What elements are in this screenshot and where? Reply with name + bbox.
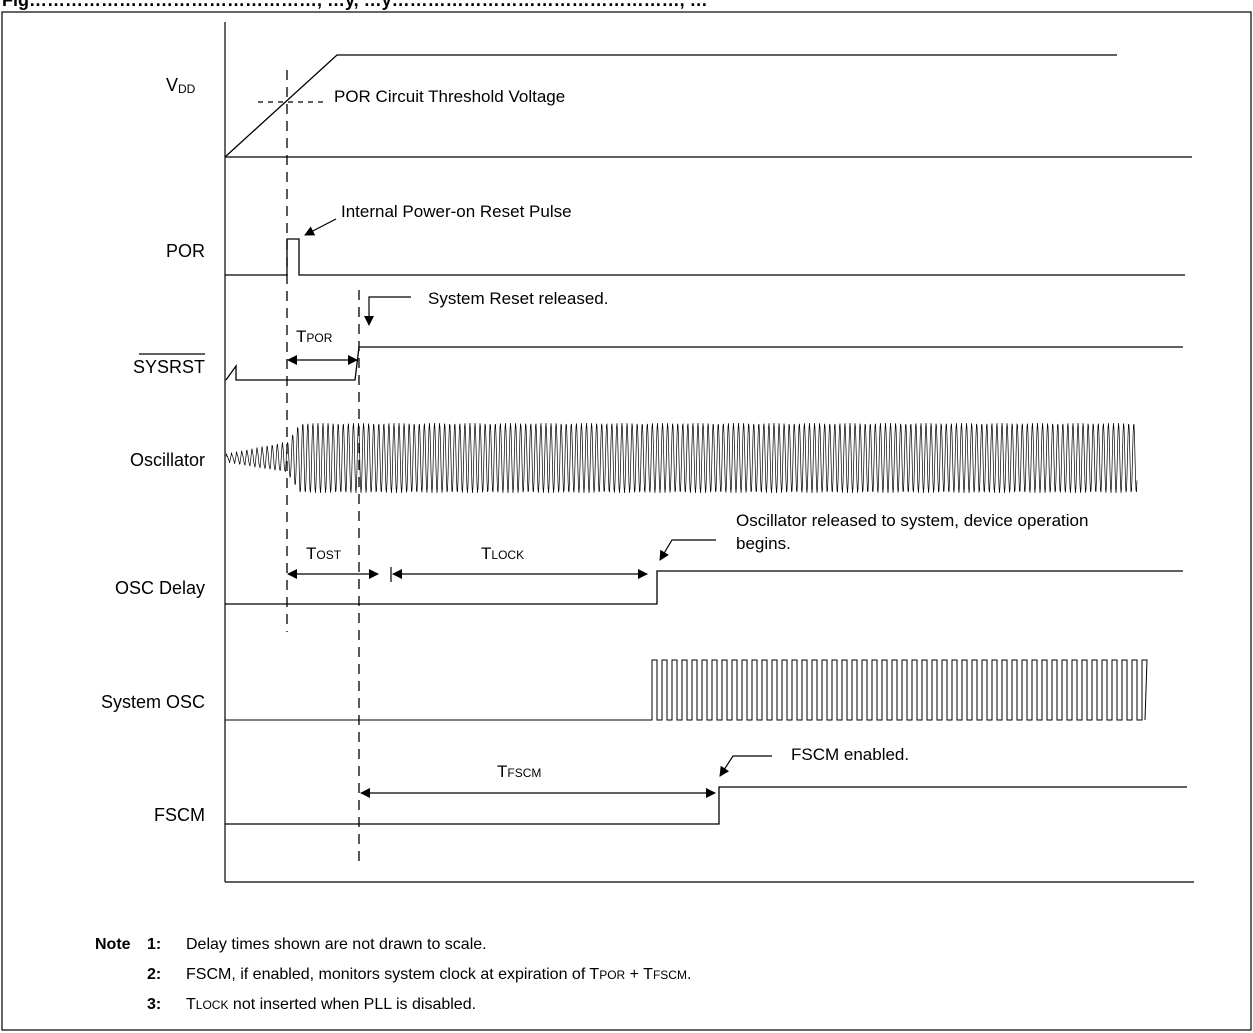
- figure-caption: Fig…………………………………………, …y, …y……………………………………: [2, 0, 708, 10]
- por-waveform: [225, 238, 1185, 276]
- note-3-number: 3:: [147, 996, 161, 1013]
- note-3-text: TLOCK not inserted when PLL is disabled.: [186, 996, 476, 1013]
- note-1-text: Delay times shown are not drawn to scale…: [186, 936, 487, 953]
- note-heading: Note: [95, 936, 131, 953]
- osc-delay-waveform: [225, 570, 1183, 605]
- fscm-waveform: [225, 786, 1187, 825]
- system-reset-released-label: System Reset released.: [428, 289, 608, 308]
- tlock-label: TLOCK: [481, 544, 524, 563]
- tost-label: TOST: [306, 544, 342, 563]
- vdd-waveform: [224, 54, 1117, 158]
- fscm-enabled-label: FSCM enabled.: [791, 745, 909, 764]
- por-threshold-label: POR Circuit Threshold Voltage: [334, 87, 565, 106]
- oscillator-waveform: [225, 422, 1138, 494]
- osc-released-label-line2: begins.: [736, 534, 791, 553]
- fscm-enabled-arrow: [719, 755, 772, 777]
- sysrst-waveform: [225, 346, 1183, 381]
- osc-released-arrow: [659, 539, 716, 561]
- internal-por-pulse-label: Internal Power-on Reset Pulse: [341, 202, 572, 221]
- tpor-label: TPOR: [296, 327, 333, 346]
- system-reset-arrow: [364, 296, 411, 326]
- note-1-number: 1:: [147, 936, 161, 953]
- figure-frame: [1, 11, 1252, 1031]
- vdd-label: VDD: [166, 75, 196, 96]
- system-osc-label: System OSC: [101, 692, 205, 712]
- fscm-label: FSCM: [154, 805, 205, 825]
- tfscm-label: TFSCM: [497, 762, 541, 781]
- osc-delay-label: OSC Delay: [115, 578, 205, 598]
- por-pulse-arrow: [304, 218, 337, 236]
- notes-block: Note 1: Delay times shown are not drawn …: [95, 936, 691, 1013]
- sysrst-label: SYSRST: [133, 357, 205, 377]
- oscillator-label: Oscillator: [130, 450, 205, 470]
- por-label: POR: [166, 241, 205, 261]
- note-2-number: 2:: [147, 966, 161, 983]
- system-osc-waveform: [225, 659, 1148, 721]
- osc-released-label-line1: Oscillator released to system, device op…: [736, 511, 1088, 530]
- note-2-text: FSCM, if enabled, monitors system clock …: [186, 966, 691, 983]
